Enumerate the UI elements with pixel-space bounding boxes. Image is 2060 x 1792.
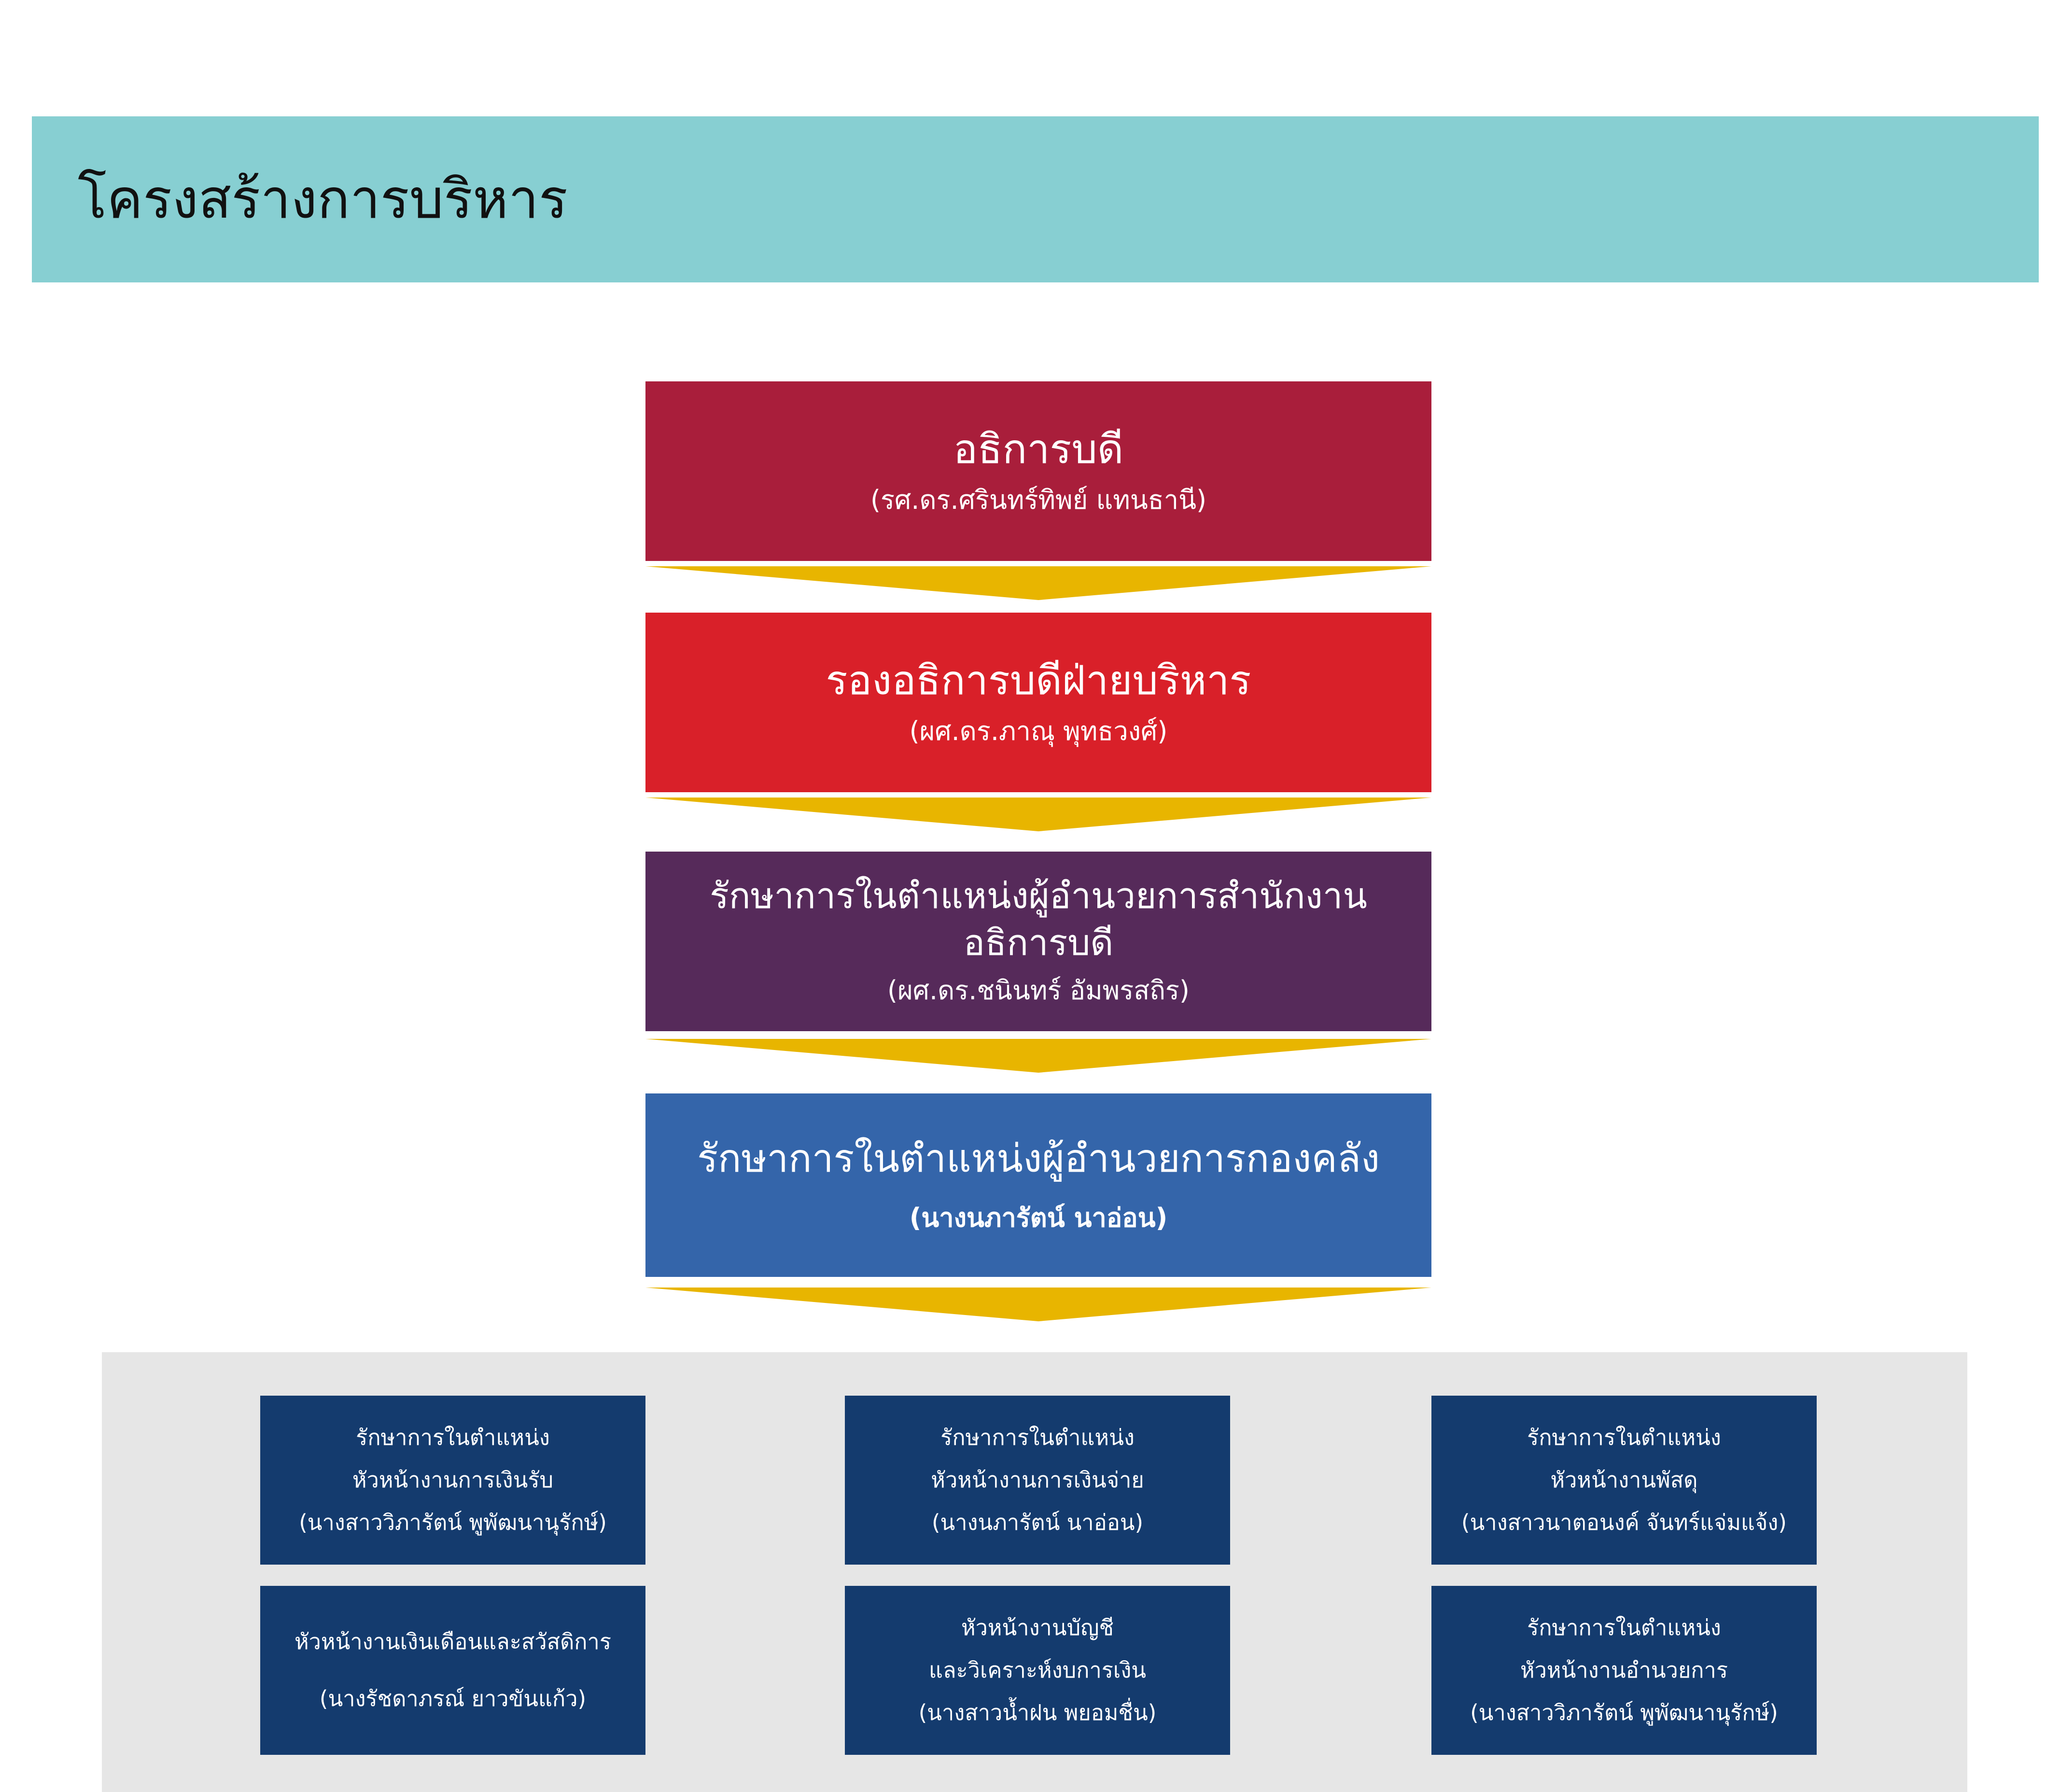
unit-title-line: รักษาการในตำแหน่ง: [1527, 1615, 1721, 1641]
person-name: (นางสาวน้ำฝน พยอมชื่น): [918, 1699, 1157, 1725]
office-director-box: รักษาการในตำแหน่งผู้อำนวยการสำนักงานอธิก…: [645, 852, 1431, 1031]
unit-box-receipts: รักษาการในตำแหน่ง หัวหน้างานการเงินรับ (…: [260, 1396, 645, 1565]
unit-title-line: หัวหน้างานการเงินจ่าย: [931, 1467, 1144, 1493]
person-name: (นางสาววิภารัตน์ พูพัฒนานุรักษ์): [1470, 1699, 1778, 1725]
unit-box-payroll: หัวหน้างานเงินเดือนและสวัสดิการ (นางรัชด…: [260, 1586, 645, 1755]
down-arrow-icon: [645, 1039, 1431, 1073]
position-title: รักษาการในตำแหน่งผู้อำนวยการสำนักงานอธิก…: [710, 875, 1367, 964]
down-arrow-icon: [645, 1288, 1431, 1321]
person-name: (นางนภารัตน์ นาอ่อน): [909, 1202, 1168, 1233]
unit-box-payments: รักษาการในตำแหน่ง หัวหน้างานการเงินจ่าย …: [845, 1396, 1230, 1565]
person-name: (ผศ.ดร.ชนินทร์ อัมพรสถิร): [887, 975, 1190, 1006]
unit-title-line: หัวหน้างานอำนวยการ: [1520, 1657, 1728, 1683]
president-box: อธิการบดี (รศ.ดร.ศรินทร์ทิพย์ แทนธานี): [645, 381, 1431, 561]
unit-box-accounting: หัวหน้างานบัญชี และวิเคราะห์งบการเงิน (น…: [845, 1586, 1230, 1755]
position-title: รักษาการในตำแหน่งผู้อำนวยการกองคลัง: [697, 1135, 1380, 1181]
person-name: (นางนภารัตน์ นาอ่อน): [931, 1509, 1144, 1535]
unit-box-procurement: รักษาการในตำแหน่ง หัวหน้างานพัสดุ (นางสา…: [1431, 1396, 1817, 1565]
page-title: โครงสร้างการบริหาร: [78, 168, 568, 231]
unit-box-administration: รักษาการในตำแหน่ง หัวหน้างานอำนวยการ (นา…: [1431, 1586, 1817, 1755]
header-banner: โครงสร้างการบริหาร: [32, 116, 2039, 282]
unit-title-line: รักษาการในตำแหน่ง: [940, 1425, 1135, 1451]
unit-title-line: หัวหน้างานการเงินรับ: [352, 1467, 554, 1493]
vice-president-box: รองอธิการบดีฝ่ายบริหาร (ผศ.ดร.ภาณุ พุทธว…: [645, 613, 1431, 792]
unit-title-line: หัวหน้างานเงินเดือนและสวัสดิการ: [294, 1629, 611, 1655]
position-title: รองอธิการบดีฝ่ายบริหาร: [826, 656, 1251, 704]
unit-title-line: หัวหน้างานบัญชี: [961, 1615, 1114, 1641]
person-name: (ผศ.ดร.ภาณุ พุทธวงศ์): [909, 716, 1168, 747]
position-title: อธิการบดี: [953, 425, 1124, 473]
person-name: (นางสาววิภารัตน์ พูพัฒนานุรักษ์): [299, 1509, 607, 1535]
unit-title-line: รักษาการในตำแหน่ง: [1527, 1425, 1721, 1451]
unit-title-line: หัวหน้างานพัสดุ: [1550, 1467, 1698, 1493]
finance-director-box: รักษาการในตำแหน่งผู้อำนวยการกองคลัง (นาง…: [645, 1093, 1431, 1277]
unit-title-line: และวิเคราะห์งบการเงิน: [928, 1657, 1147, 1683]
down-arrow-icon: [645, 566, 1431, 600]
down-arrow-icon: [645, 798, 1431, 831]
unit-title-line: รักษาการในตำแหน่ง: [356, 1425, 550, 1451]
person-name: (รศ.ดร.ศรินทร์ทิพย์ แทนธานี): [870, 485, 1207, 516]
person-name: (นางรัชดาภรณ์ ยาวขันแก้ว): [319, 1686, 587, 1711]
person-name: (นางสาวนาตอนงค์ จันทร์แจ่มแจ้ง): [1461, 1509, 1787, 1535]
